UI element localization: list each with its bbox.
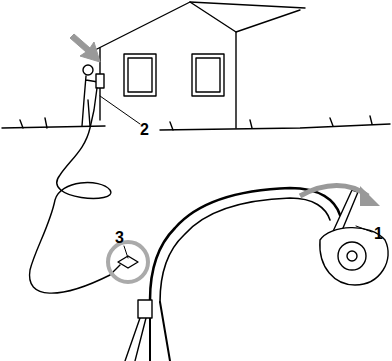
rotation-arrow [300,186,368,197]
ground-line [2,124,390,130]
mower-handle [150,188,340,300]
callout-number: 3 [115,230,124,246]
window [192,54,224,96]
window [128,58,152,92]
callout-number: 2 [140,122,149,138]
pointer-arrow [70,34,100,62]
cable [125,318,146,361]
engine-part [338,242,366,270]
leader-line [124,246,128,258]
mower-handle [150,300,170,361]
roof-line [236,10,300,32]
clamp [138,300,152,318]
rotation-arrow [360,186,380,206]
leader-line [100,96,140,124]
house-wall [190,2,236,128]
mower-handle [160,198,330,302]
leader-line [356,226,372,232]
wall-socket [96,74,104,88]
engine-part [347,251,357,261]
person-head [83,65,93,75]
highlight-circle [108,242,148,282]
window [196,58,220,92]
grass [20,116,372,130]
window [124,54,156,96]
callout-number: 1 [374,226,383,242]
